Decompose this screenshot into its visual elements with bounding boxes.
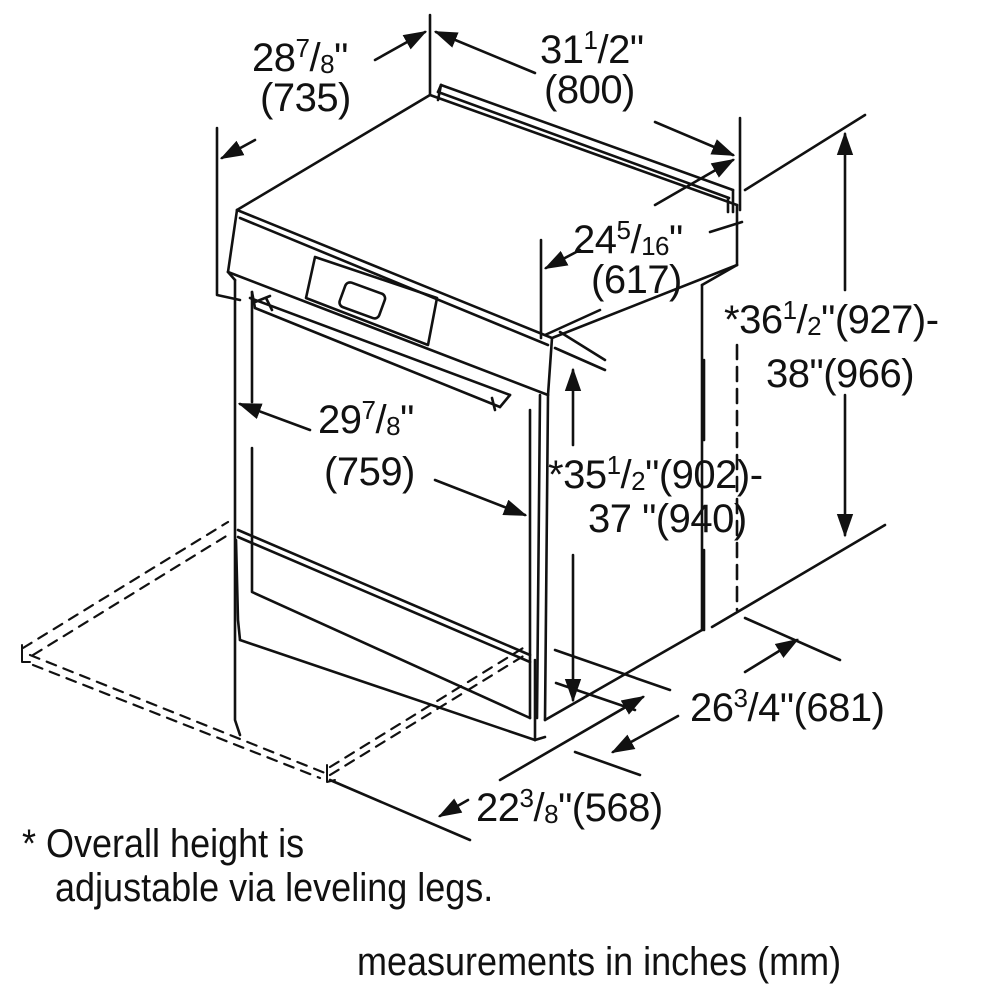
footnote-line-1: * Overall height is: [22, 822, 305, 866]
height-35-1-2-dimension: [553, 346, 706, 703]
range-right-side: [535, 263, 739, 722]
dim-label-overall-depth: 287/8" (735): [252, 33, 351, 120]
oven-door: [248, 290, 532, 720]
range-front-left-edge: [226, 270, 242, 737]
depth-22-3-8-dimension: [328, 681, 646, 842]
depth-24-5-16-dimension: [539, 158, 744, 362]
depth-28-7-8-dimension: [215, 13, 432, 302]
dim-label-door-width: 297/8" (759): [318, 395, 415, 494]
width-31-1-2-dimension: [433, 30, 742, 212]
depth-26-3-4-dimension: [573, 616, 842, 777]
height-36-1-2-dimension: [710, 113, 887, 629]
width-29-7-8-dimension: [237, 402, 528, 517]
dim-label-body-depth: 245/16" (617): [573, 215, 683, 302]
cutout-outline-dashed: [21, 520, 530, 780]
dim-label-overall-width: 311/2" (800): [540, 25, 644, 112]
backguard-strip: [436, 83, 735, 214]
storage-drawer: [234, 528, 537, 742]
footnote-line-2: adjustable via leveling legs.: [55, 866, 494, 910]
control-display: [304, 255, 439, 347]
dim-label-overall-height: *361/2"(927)- 38"(966): [724, 295, 939, 396]
dim-label-cutout-depth: 223/8"(568): [476, 783, 663, 830]
cutout-corner-ticks: [21, 644, 336, 783]
dim-label-cooktop-height: *351/2"(902)- 37 "(940): [548, 450, 763, 541]
control-panel-strip: [226, 208, 739, 397]
units-note: measurements in inches (mm): [357, 940, 842, 984]
dim-label-door-open-depth: 263/4"(681): [690, 683, 885, 730]
